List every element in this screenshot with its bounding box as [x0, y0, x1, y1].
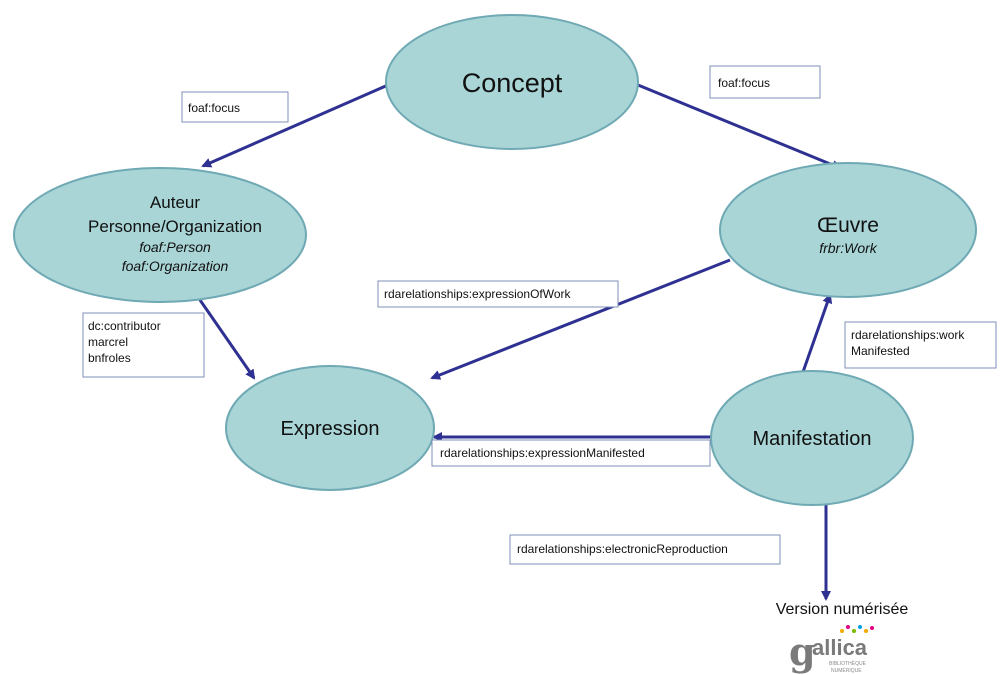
label-auteur-expression: dc:contributor marcrel bnfroles	[82, 312, 205, 378]
node-oeuvre-sub: frbr:Work	[819, 240, 878, 256]
label-concept-auteur-text: foaf:focus	[188, 101, 240, 115]
label-manifestation-version: rdarelationships:electronicReproduction	[509, 534, 781, 565]
label-auteur-expression-line1: dc:contributor	[88, 319, 161, 333]
label-manifestation-oeuvre-line1: rdarelationships:work	[851, 328, 965, 342]
label-concept-oeuvre-text: foaf:focus	[718, 76, 770, 90]
label-manifestation-version-text: rdarelationships:electronicReproduction	[517, 542, 728, 556]
node-oeuvre-title: Œuvre	[817, 214, 879, 237]
label-manifestation-oeuvre: rdarelationships:work Manifested	[844, 321, 997, 369]
node-auteur-sub-line2: foaf:Organization	[122, 258, 229, 274]
label-oeuvre-expression-text: rdarelationships:expressionOfWork	[384, 287, 572, 301]
node-auteur-sub-line1: foaf:Person	[139, 239, 211, 255]
gallica-logo-line1: BIBLIOTHÈQUE	[829, 660, 867, 667]
node-oeuvre: Œuvre frbr:Work	[719, 162, 977, 298]
label-auteur-expression-line3: bnfroles	[88, 351, 131, 365]
label-manifestation-expression-text: rdarelationships:expressionManifested	[440, 446, 645, 460]
node-expression: Expression	[225, 365, 435, 491]
label-concept-oeuvre: foaf:focus	[709, 65, 821, 99]
node-manifestation: Manifestation	[710, 370, 914, 506]
node-auteur-title-line1: Auteur	[150, 193, 200, 212]
node-auteur-title-line2: Personne/Organization	[88, 217, 262, 236]
arrow-concept-to-auteur	[201, 83, 389, 168]
arrow-oeuvre-to-expression	[430, 258, 731, 380]
label-concept-auteur: foaf:focus	[181, 91, 289, 123]
version-numerisee-label: Version numérisée	[776, 601, 909, 618]
gallica-logo: g allica BIBLIOTHÈQUE NUMÉRIQUE	[789, 625, 874, 674]
edges	[198, 83, 842, 601]
node-manifestation-title: Manifestation	[753, 428, 872, 450]
arrow-concept-to-oeuvre	[637, 83, 842, 170]
node-auteur: Auteur Personne/Organization foaf:Person…	[13, 167, 307, 303]
gallica-logo-line2: NUMÉRIQUE	[831, 667, 862, 674]
node-concept-title: Concept	[462, 68, 563, 98]
arrow-manifestation-to-oeuvre	[801, 293, 833, 373]
label-auteur-expression-line2: marcrel	[88, 335, 128, 349]
label-manifestation-oeuvre-line2: Manifested	[851, 344, 910, 358]
node-expression-title: Expression	[281, 418, 380, 440]
arrow-auteur-to-expression	[198, 299, 256, 380]
node-concept: Concept	[385, 14, 639, 150]
label-oeuvre-expression: rdarelationships:expressionOfWork	[377, 280, 619, 308]
gallica-logo-g: g	[789, 629, 816, 674]
gallica-logo-word: allica	[812, 635, 868, 660]
label-manifestation-expression: rdarelationships:expressionManifested	[431, 439, 711, 467]
